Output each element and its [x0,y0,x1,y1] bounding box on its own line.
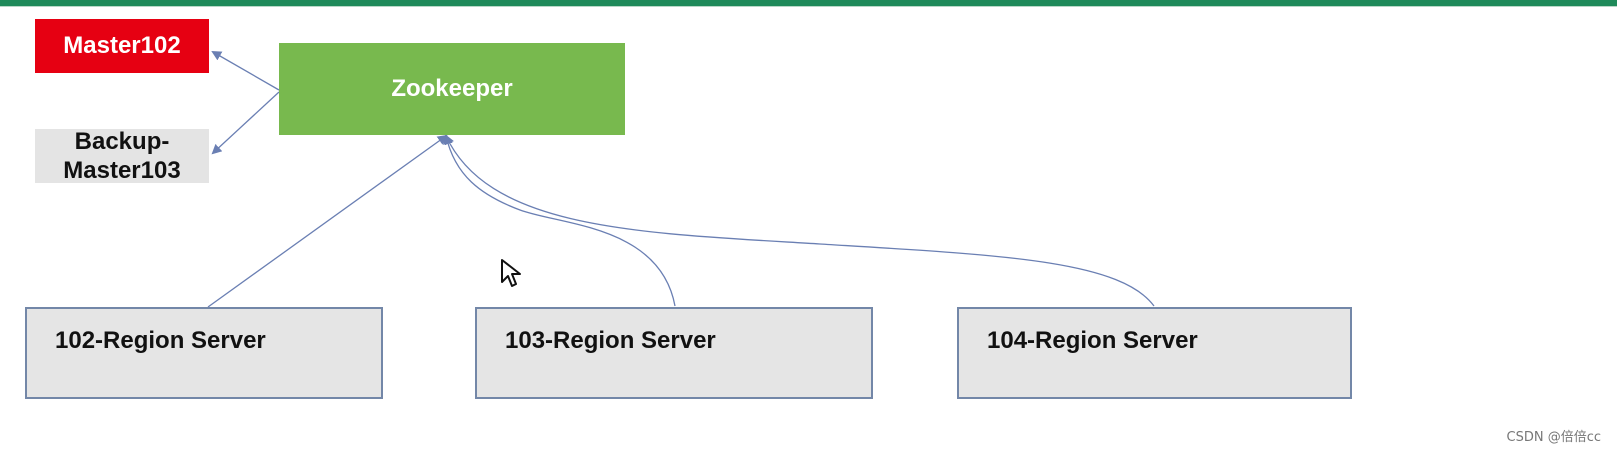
top-border-line [0,6,1617,7]
arrow-zookeeper-to-master [211,51,280,91]
master-node: Master102 [35,19,209,73]
watermark: CSDN @倍倍cc [1506,430,1602,445]
backup-master-node: Backup- Master103 [35,127,209,185]
region-server-104-label: 104-Region Server [987,327,1198,354]
region-server-103: 103-Region Server [475,307,873,399]
arrow-zookeeper-to-backup [211,91,280,155]
region-server-102-label: 102-Region Server [55,327,266,354]
region-server-103-label: 103-Region Server [505,327,716,354]
backup-label-line-2: Master103 [63,157,181,184]
zookeeper-node: Zookeeper [279,43,625,135]
arrow-region103-to-zookeeper [442,134,676,307]
region-server-104: 104-Region Server [957,307,1352,399]
arrow-region104-to-zookeeper [444,134,1155,307]
region-server-102: 102-Region Server [25,307,383,399]
mouse-pointer-icon [501,259,521,287]
arrow-region102-to-zookeeper [207,134,448,308]
zookeeper-node-label: Zookeeper [391,75,513,102]
master-node-label: Master102 [63,32,181,59]
backup-master-node-label: Backup- Master103 [47,127,197,185]
backup-label-line-1: Backup- [74,128,170,155]
top-border-bar [0,0,1617,6]
